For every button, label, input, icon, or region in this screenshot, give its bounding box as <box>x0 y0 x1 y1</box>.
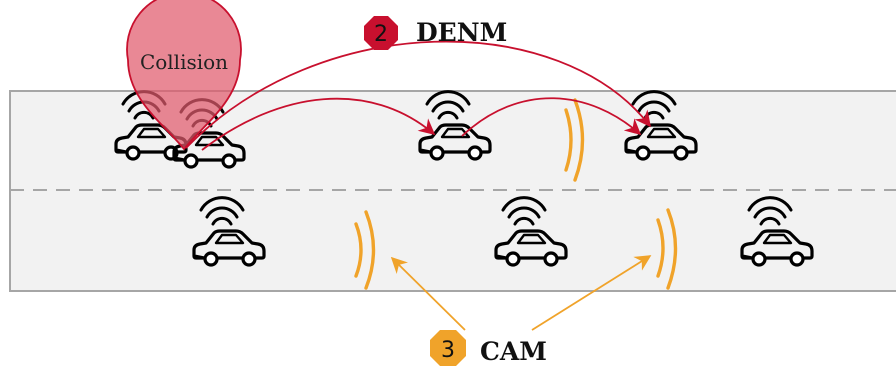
signal-arcs-icon <box>354 210 376 290</box>
signal-arcs-icon <box>564 98 585 182</box>
denm-label: DENM <box>416 18 507 47</box>
octagon-badge-icon <box>430 330 466 366</box>
denm-legend: 2 DENM <box>364 16 507 50</box>
cam-arrows <box>390 255 652 331</box>
denm-arrow-relay <box>461 97 642 137</box>
denm-arrows <box>185 40 651 151</box>
cam-label: CAM <box>480 337 547 366</box>
denm-arrow-short <box>201 97 436 151</box>
cam-legend: 3 CAM <box>430 330 547 366</box>
cam-arrow-left <box>390 256 466 331</box>
signal-arcs-icon <box>656 208 678 290</box>
denm-arrow-long <box>185 40 651 149</box>
cam-arrow-right <box>531 255 652 331</box>
cam-step-number: 3 <box>441 338 455 363</box>
denm-step-number: 2 <box>374 22 388 47</box>
collision-label: Collision <box>140 50 228 74</box>
collision-marker: Collision <box>126 0 242 151</box>
octagon-badge-icon <box>364 16 398 50</box>
